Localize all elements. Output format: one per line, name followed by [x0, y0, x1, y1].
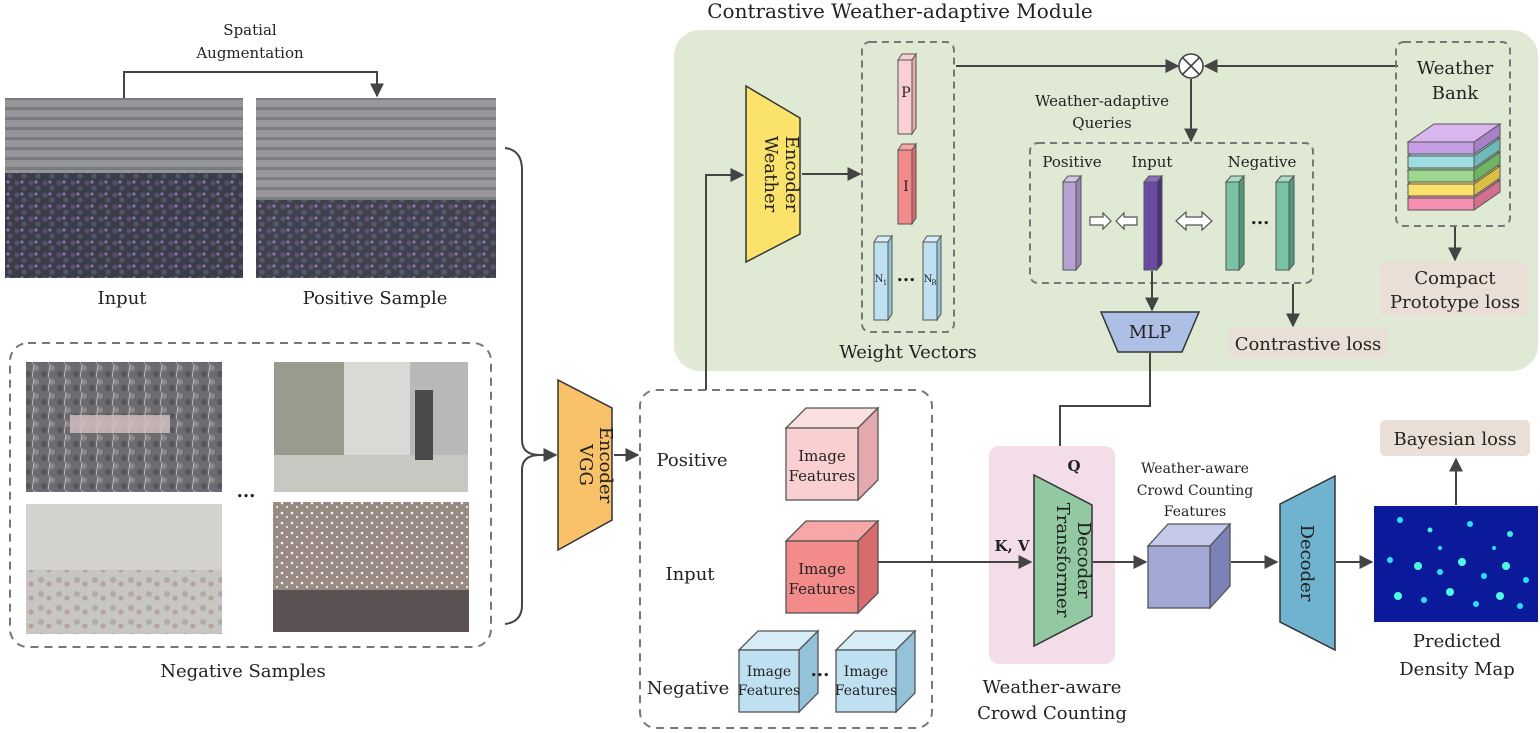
- weight-vectors-ellipsis: ...: [897, 265, 916, 286]
- predicted-density-map: [1374, 506, 1538, 622]
- vector-nr-sub: R: [931, 279, 937, 287]
- compact-loss-label-1: Compact: [1414, 268, 1496, 289]
- transformer-label-1: Transformer: [1052, 503, 1073, 618]
- positive-image-features-cube: Image Features: [784, 406, 880, 502]
- negative-cube-2-label-2: Features: [835, 683, 897, 699]
- features-to-weather-encoder-arrow: [705, 168, 745, 390]
- negative-samples-box: [9, 342, 492, 648]
- weather-features-label-3: Features: [1164, 504, 1226, 520]
- negative-sample-image-2: [274, 362, 468, 492]
- negative-ellipsis: ...: [237, 481, 256, 502]
- contrastive-loss-label: Contrastive loss: [1235, 334, 1382, 355]
- weather-features-label-1: Weather-aware: [1141, 461, 1249, 477]
- vgg-encoder-label-2: Encoder: [595, 427, 616, 504]
- module-title: Contrastive Weather-adaptive Module: [707, 0, 1093, 23]
- counting-section-label-1: Weather-aware: [983, 677, 1122, 698]
- negative-image-features-cube-2: Image Features: [834, 629, 917, 714]
- query-input-vector: [1142, 174, 1164, 272]
- negative-cube-1-label-1: Image: [747, 664, 791, 680]
- positive-cube-label-1: Image: [798, 447, 846, 465]
- queries-positive-label: Positive: [1042, 153, 1101, 171]
- vector-n1-sub: 1: [883, 279, 887, 287]
- augmentation-label-line1: Spatial: [223, 21, 277, 39]
- vector-i-label: I: [903, 179, 909, 195]
- weather-bank-stack: [1406, 123, 1502, 211]
- features-positive-label: Positive: [656, 450, 727, 471]
- compact-loss-label-2: Prototype loss: [1390, 292, 1520, 313]
- input-cube-label-1: Image: [798, 560, 846, 578]
- decoder-block: [1279, 474, 1336, 652]
- multiply-operator: [1178, 53, 1204, 79]
- mlp-block: [1099, 311, 1201, 353]
- weather-bank-label-2: Bank: [1432, 83, 1480, 104]
- weather-encoder-label-2: Encoder: [781, 136, 802, 213]
- query-negative-ellipsis: ...: [1251, 208, 1270, 229]
- weather-bank-label-1: Weather: [1417, 58, 1494, 79]
- kv-label: K, V: [994, 537, 1029, 555]
- mlp-to-query-arrow: [1053, 353, 1151, 474]
- contrastive-loss-box: [1229, 328, 1387, 358]
- augmentation-label-line2: Augmentation: [195, 44, 304, 62]
- negative-samples-caption: Negative Samples: [160, 661, 326, 682]
- weather-encoder-label-1: Weather: [760, 136, 781, 213]
- query-push-arrow: [1175, 210, 1213, 232]
- negative-cube-1-label-2: Features: [738, 683, 800, 699]
- vector-p: P: [897, 52, 917, 136]
- augmentation-arrow: [123, 71, 384, 98]
- positive-sample-caption: Positive Sample: [303, 288, 448, 309]
- query-negative-vector-2: [1274, 174, 1296, 272]
- query-negative-vector-1: [1224, 174, 1246, 272]
- negative-sample-image-1: [26, 362, 222, 492]
- weight-vectors-caption: Weight Vectors: [839, 342, 977, 363]
- density-label-1: Predicted: [1413, 631, 1501, 652]
- queries-input-label: Input: [1132, 153, 1173, 171]
- weather-encoder: [745, 84, 801, 264]
- mlp-label: MLP: [1129, 322, 1172, 343]
- weather-aware-features-cube: [1146, 522, 1232, 610]
- weather-features-label-2: Crowd Counting: [1137, 483, 1254, 499]
- bayesian-loss-box: [1380, 420, 1530, 456]
- features-negative-label: Negative: [647, 678, 729, 699]
- density-label-2: Density Map: [1399, 659, 1514, 680]
- input-caption: Input: [97, 288, 147, 309]
- vector-nr: N R: [922, 234, 942, 322]
- weight-vectors-box: [861, 41, 955, 333]
- queries-negative-label: Negative: [1228, 153, 1297, 171]
- samples-brace: [504, 147, 541, 625]
- decoder-label: Decoder: [1296, 525, 1317, 602]
- positive-sample-image: [256, 98, 496, 278]
- bayesian-loss-label: Bayesian loss: [1394, 429, 1517, 450]
- input-image-features-cube: Image Features: [784, 519, 880, 615]
- vector-i: I: [897, 142, 917, 226]
- negative-image-features-cube-1: Image Features: [737, 629, 820, 714]
- features-box: [639, 389, 933, 729]
- vector-n1: N 1: [873, 234, 893, 322]
- query-pull-arrows: [1089, 211, 1138, 231]
- query-label: Q: [1067, 457, 1080, 475]
- input-cube-label-2: Features: [789, 580, 856, 598]
- queries-box: [1029, 142, 1314, 284]
- negative-cube-2-label-1: Image: [844, 664, 888, 680]
- features-input-label: Input: [665, 564, 715, 585]
- queries-label-2: Queries: [1072, 114, 1131, 132]
- negative-features-ellipsis: ...: [811, 660, 830, 681]
- negative-sample-image-3: [26, 504, 222, 634]
- weather-bank-box: [1395, 41, 1511, 227]
- vgg-encoder-label-1: VGG: [575, 443, 596, 486]
- negative-sample-image-4: [273, 502, 469, 632]
- query-positive-vector: [1061, 174, 1083, 272]
- input-image: [5, 98, 243, 278]
- vgg-encoder: [557, 378, 613, 552]
- positive-cube-label-2: Features: [789, 467, 856, 485]
- vector-p-label: P: [901, 85, 910, 101]
- vector-n1-label: N: [875, 274, 884, 285]
- vector-nr-label: N: [924, 274, 933, 285]
- transformer-decoder: [1033, 473, 1093, 648]
- queries-label-1: Weather-adaptive: [1035, 92, 1169, 110]
- counting-section-label-2: Crowd Counting: [977, 703, 1127, 724]
- transformer-label-2: Decoder: [1073, 522, 1094, 599]
- compact-prototype-loss-box: [1380, 262, 1528, 316]
